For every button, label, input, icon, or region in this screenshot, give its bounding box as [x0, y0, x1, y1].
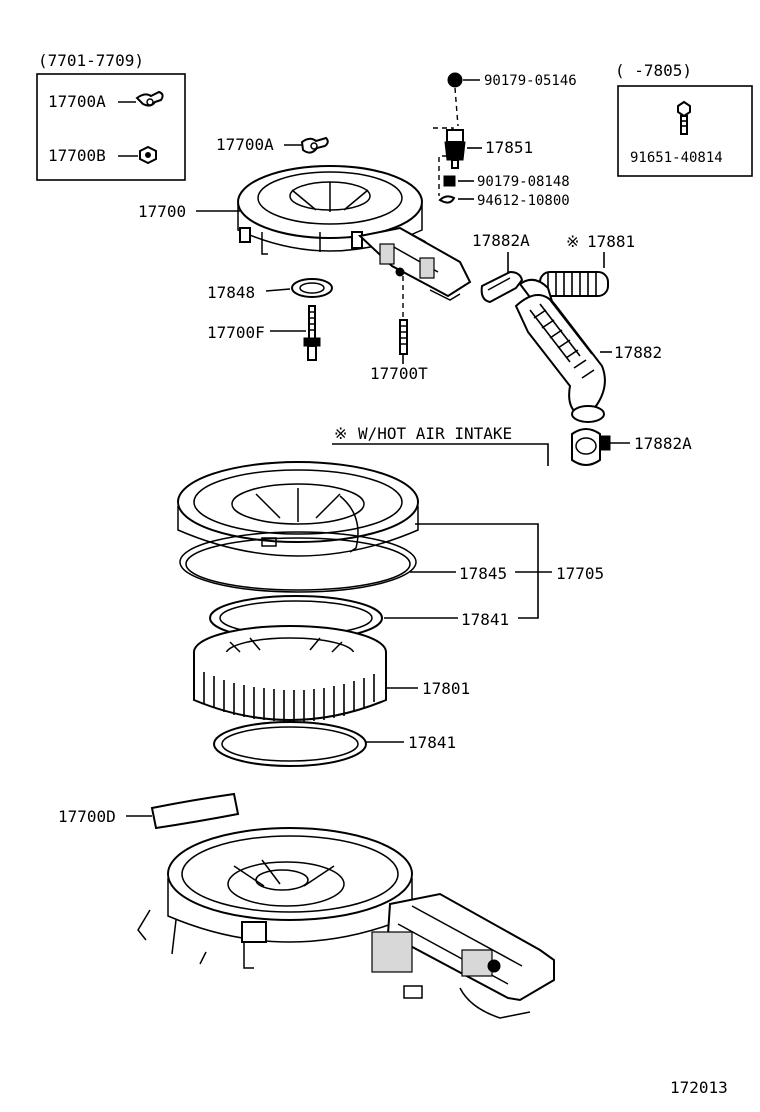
inset-right: ( -7805) 91651-40814 [615, 61, 753, 177]
wing-nut-top-icon [300, 136, 329, 154]
gasket-17848 [291, 278, 333, 298]
label-17700: 17700 [138, 202, 186, 221]
asterisk-mark-2: ※ [334, 424, 347, 443]
label-tag-17700D [150, 792, 240, 830]
clamp-17882A-bottom [571, 428, 611, 466]
label-17700F: 17700F [207, 323, 265, 342]
hot-air-note-text: W/HOT AIR INTAKE [358, 424, 512, 443]
inset-left-item-1: 17700A [48, 92, 106, 111]
label-17700A-top: 17700A [216, 135, 274, 154]
cap-assembly-17705 [177, 461, 419, 557]
label-17851: 17851 [485, 138, 533, 157]
asterisk-mark-1: ※ [566, 232, 579, 251]
label-94612-10800: 94612-10800 [477, 193, 570, 209]
gasket-17841-lower [213, 721, 367, 767]
inset-left: (7701-7709) 17700A 17700B [36, 51, 186, 181]
inset-right-part: 91651-40814 [630, 150, 723, 166]
air-cleaner-cover-17700 [237, 165, 472, 301]
valve-17851 [433, 127, 482, 196]
gasket-17845 [179, 531, 417, 593]
hot-air-note: ※ W/HOT AIR INTAKE [332, 424, 549, 466]
hex-nut-icon [139, 145, 157, 165]
label-17848: 17848 [207, 283, 255, 302]
label-90179-08148: 90179-08148 [477, 174, 570, 190]
clip-90179-08148 [443, 175, 474, 187]
inset-left-item-2: 17700B [48, 146, 106, 165]
wing-nut-icon [135, 90, 164, 107]
label-17841-lower: 17841 [408, 733, 456, 752]
label-17882A-top: 17882A [472, 231, 530, 250]
label-17801: 17801 [422, 679, 470, 698]
label-17841-upper: 17841 [461, 610, 509, 629]
label-17881: 17881 [587, 232, 635, 251]
stud-17700T [399, 276, 408, 364]
label-17700D: 17700D [58, 807, 116, 826]
label-17705: 17705 [556, 564, 604, 583]
clamp-17882A-top [480, 270, 524, 304]
label-17882: 17882 [614, 343, 662, 362]
air-cleaner-case [137, 827, 555, 1019]
bolt-icon [677, 100, 691, 135]
label-90179-05146: 90179-05146 [484, 73, 577, 89]
label-17882A-bottom: 17882A [634, 434, 692, 453]
label-17845: 17845 [459, 564, 507, 583]
cap-90179-05146 [447, 72, 480, 127]
asterisk-17881: ※ 17881 [566, 232, 635, 251]
inset-right-title: ( -7805) [615, 61, 692, 80]
filter-element-17801 [193, 625, 387, 722]
hose-17882 [514, 278, 606, 423]
label-17700T: 17700T [370, 364, 428, 383]
stud-17700F [303, 305, 321, 361]
inset-left-frame [36, 73, 186, 181]
gasket-94612-10800 [438, 195, 474, 204]
inset-left-title: (7701-7709) [38, 51, 144, 70]
figure-number: 172013 [670, 1078, 728, 1097]
inset-right-frame [617, 85, 753, 177]
